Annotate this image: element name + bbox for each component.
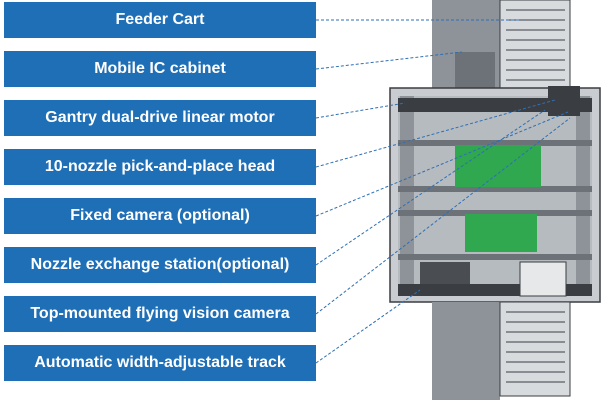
label-nozzle-exchange-station: Nozzle exchange station(optional) [4, 247, 316, 283]
label-feeder-cart: Feeder Cart [4, 2, 316, 38]
label-fixed-camera: Fixed camera (optional) [4, 198, 316, 234]
label-flying-vision-camera: Top-mounted flying vision camera [4, 296, 316, 332]
label-mobile-ic-cabinet: Mobile IC cabinet [4, 51, 316, 87]
label-pick-and-place-head: 10-nozzle pick-and-place head [4, 149, 316, 185]
pcb-board-2 [465, 214, 537, 252]
feeder-cart-bottom [432, 301, 571, 400]
feeder-cart-top [432, 0, 571, 90]
pcb-board-1 [455, 145, 541, 187]
leader-lines [315, 19, 571, 364]
label-width-adjustable-track: Automatic width-adjustable track [4, 345, 316, 381]
label-gantry-linear-motor: Gantry dual-drive linear motor [4, 100, 316, 136]
pick-and-place-head [548, 86, 580, 116]
machine-body [389, 86, 601, 303]
